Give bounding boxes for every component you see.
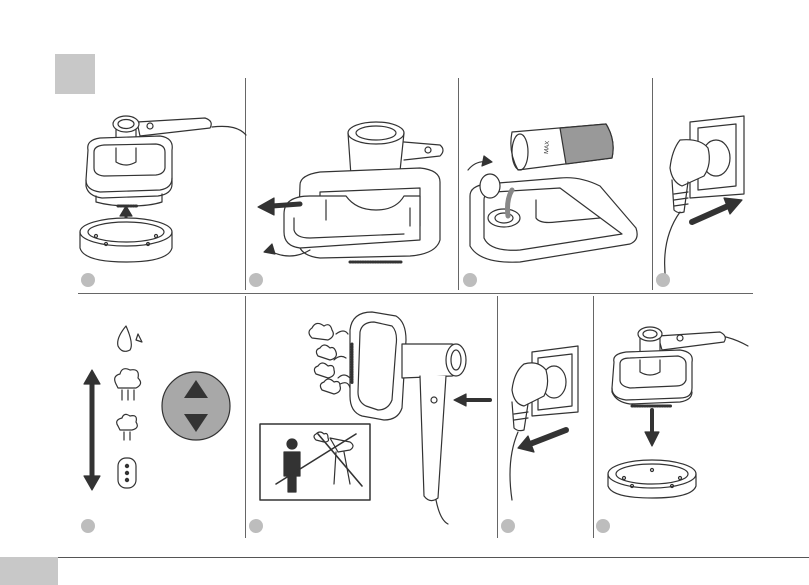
water-drop-icon bbox=[118, 326, 132, 351]
footer-line bbox=[58, 557, 809, 558]
low-steam-icon bbox=[117, 414, 138, 430]
panel-detach bbox=[608, 327, 748, 498]
panel-rotate-tank bbox=[258, 122, 443, 262]
step-dot-2 bbox=[249, 273, 263, 287]
page-number-tab bbox=[0, 557, 58, 585]
step-dot-7 bbox=[501, 519, 515, 533]
panel-steam-level bbox=[84, 326, 230, 490]
max-label: MAX bbox=[544, 141, 551, 154]
panel-steam-use bbox=[260, 312, 490, 524]
step-dot-4 bbox=[656, 273, 670, 287]
panel-attach-steamer bbox=[80, 116, 246, 262]
panel-unplug bbox=[510, 346, 578, 500]
step-dot-3 bbox=[463, 273, 477, 287]
step-dot-8 bbox=[596, 519, 610, 533]
panel-plug-in bbox=[665, 116, 744, 282]
step-dot-5 bbox=[81, 519, 95, 533]
panel-fill-water: MAX bbox=[468, 124, 637, 262]
step-dot-6 bbox=[249, 519, 263, 533]
step-dot-1 bbox=[81, 273, 95, 287]
high-steam-icon bbox=[115, 369, 141, 388]
